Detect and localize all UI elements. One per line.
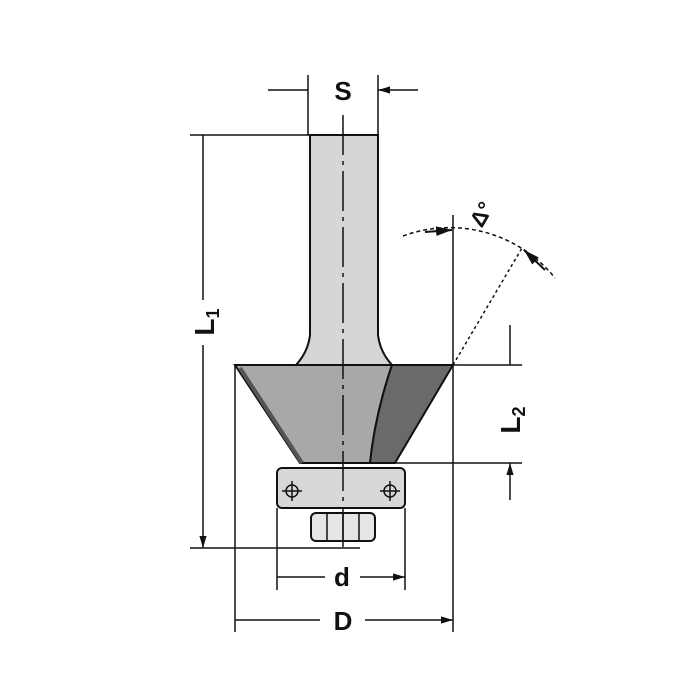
label-D: D: [334, 606, 353, 636]
screw-icon: [380, 481, 400, 501]
label-l2: L2: [495, 406, 529, 433]
label-angle: Δ°: [465, 197, 499, 231]
angle-arc: [402, 226, 556, 279]
cutter-cone-light: [233, 364, 394, 464]
cutter-cone-dark: [368, 364, 455, 464]
cutter-edge: [238, 366, 304, 465]
bearing-plate: [276, 467, 406, 509]
screw-icon: [282, 481, 302, 501]
label-d: d: [334, 562, 350, 592]
shank: [293, 134, 395, 366]
angle-leg: [452, 247, 523, 366]
label-l1: L1: [189, 308, 223, 335]
label-s: S: [334, 76, 351, 106]
